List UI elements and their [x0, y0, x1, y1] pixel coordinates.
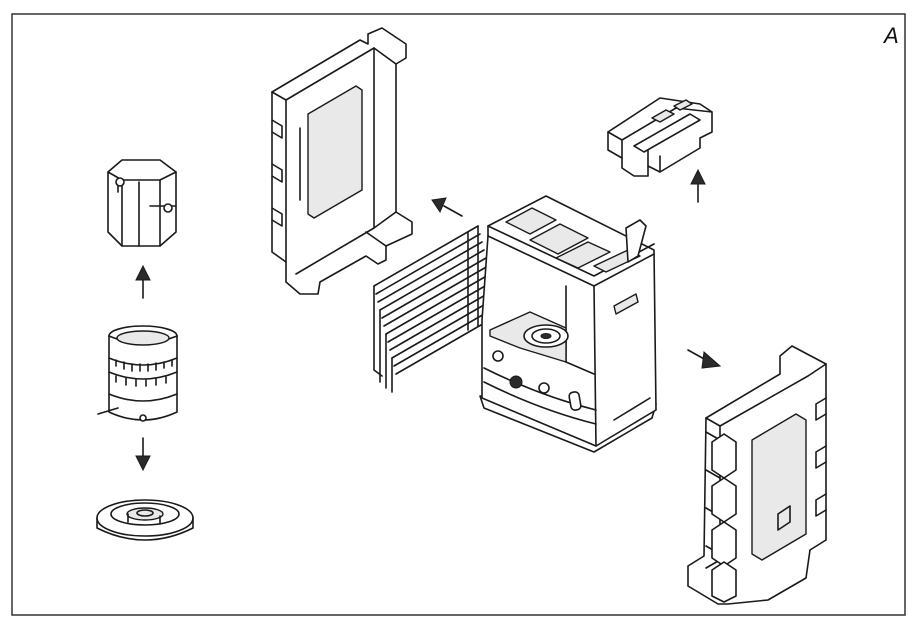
heater-body	[479, 195, 657, 453]
left-side-panel	[271, 27, 413, 295]
arrow-up-right	[690, 168, 706, 203]
arrow-upper-left	[431, 197, 463, 217]
chimney-guard	[107, 159, 177, 247]
burner-base	[96, 499, 194, 541]
arrow-down-left	[135, 437, 151, 472]
arrow-up-left	[135, 264, 151, 299]
arrow-lower-right	[687, 349, 722, 369]
heat-fin-grille	[373, 225, 501, 393]
figure-frame	[11, 13, 906, 616]
right-side-panel	[687, 345, 827, 605]
panel-label: A	[882, 23, 899, 48]
burner-cylinder	[97, 325, 178, 422]
top-handle-part	[607, 97, 713, 177]
